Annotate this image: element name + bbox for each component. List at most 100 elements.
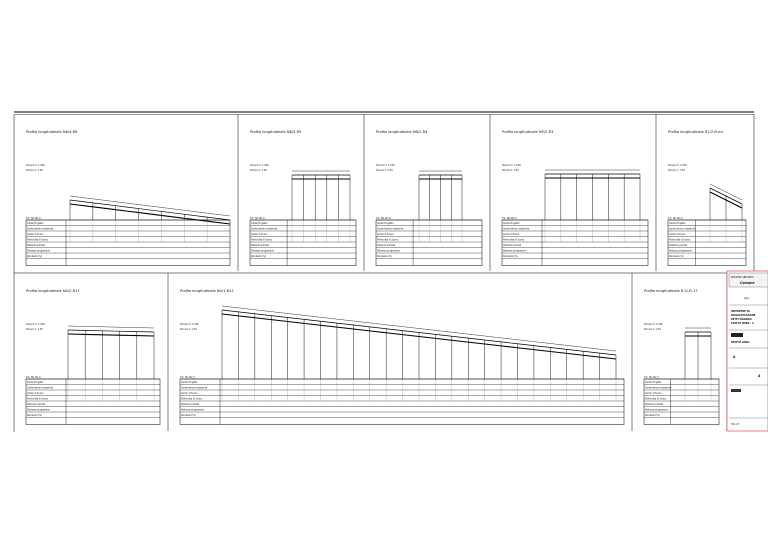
data-table-row-label: Distanze parziali <box>27 244 46 247</box>
data-table-row-label: Quote di Scavo <box>251 233 268 236</box>
scale-horizontal: SCALA H. 1:500 <box>180 323 199 326</box>
data-table-row-label: Distanze progressive <box>669 249 693 252</box>
data-table-row-label: Quote Progetto <box>27 381 44 384</box>
datum-label: P.C. 80.00 m <box>180 376 196 379</box>
data-table-row-label: Quote terreno esistente <box>503 227 530 230</box>
profile-top-line <box>221 305 617 352</box>
data-table-row-label: Profondita di Scavo <box>669 238 691 241</box>
profile-pipe-line <box>709 191 743 209</box>
scale-horizontal: SCALA H. 1:500 <box>26 323 45 326</box>
profile-top-line <box>709 183 743 201</box>
data-table-row-label: Distanze parziali <box>503 244 522 247</box>
profile-ground-line <box>709 187 743 205</box>
scale-vertical: SCALA V. 1:50 <box>180 328 197 331</box>
data-table-row-label: Quote di Scavo <box>27 392 44 395</box>
title-block: REGIONE ABRUZZO Comune Agro INTERVENTI D… <box>726 270 768 432</box>
data-table-row-label: Distanze progressive <box>377 249 401 252</box>
profile-pipe-line <box>221 313 617 360</box>
panel-title: Profilo longitudinale R1/2-R-mr <box>668 130 724 134</box>
data-table-row-label: Profondita di Scavo <box>27 238 49 241</box>
panel-title: Profilo longitudinale R-2/-R-17 <box>644 289 698 293</box>
data-table-row-label: Quote di Scavo <box>503 233 520 236</box>
data-table-row-label: Distanze progressive <box>645 408 669 411</box>
profile-top-line <box>67 325 155 329</box>
datum-label: P.C. 80.00 m <box>502 217 518 220</box>
data-table-row-label: Pendenza (%) <box>181 414 196 417</box>
data-table-row-label: Quote terreno esistente <box>645 386 672 389</box>
data-table-row-label: Pendenza (%) <box>377 255 392 258</box>
data-table-row-label: Quote di Scavo <box>645 392 662 395</box>
data-table-row-label: Profondita di Scavo <box>377 238 399 241</box>
title-block-mark <box>731 333 743 337</box>
data-table-row-label: Pendenza (%) <box>669 255 684 258</box>
profile-pipe-line <box>69 203 231 225</box>
scale-vertical: SCALA V. 1:50 <box>644 328 661 331</box>
panel-title: Profilo longitudinale N4/1-R12 <box>180 289 234 293</box>
data-table-row-label: Distanze parziali <box>27 403 46 406</box>
data-table-row-label: Pendenza (%) <box>27 414 42 417</box>
scale-vertical: SCALA V. 1:50 <box>250 169 267 172</box>
data-table-row-label: Pendenza (%) <box>251 255 266 258</box>
title-block-series: A <box>732 355 736 359</box>
data-table-row-label: Profondita di Scavo <box>645 397 667 400</box>
data-table-row-label: Quote Progetto <box>377 222 394 225</box>
datum-label: P.C. 80.00 m <box>250 217 266 220</box>
title-block-drawing-no: TAV. 07 <box>731 423 740 426</box>
scale-vertical: SCALA V. 1:50 <box>26 328 43 331</box>
scale-horizontal: SCALA H. 1:500 <box>668 164 687 167</box>
datum-label: P.C. 80.00 m <box>644 376 660 379</box>
title-block-series-2: A <box>757 374 761 378</box>
title-block-frame <box>726 270 768 432</box>
data-table-row-label: Quote Progetto <box>27 222 44 225</box>
data-table-row-label: Distanze progressive <box>27 408 51 411</box>
data-table-row-label: Quote Progetto <box>669 222 686 225</box>
title-block-line-2: RIQUALIFICAZIONE <box>731 314 756 317</box>
data-table-row-label: Profondita di Scavo <box>503 238 525 241</box>
data-table-row-label: Pendenza (%) <box>645 414 660 417</box>
data-table-row-label: Quote terreno esistente <box>27 386 54 389</box>
panel-title: Profilo longitudinale N6/4-R6 <box>26 130 78 134</box>
title-block-line-4: TRATTO NORD - A <box>731 322 754 325</box>
data-table-row-label: Quote terreno esistente <box>27 227 54 230</box>
title-block-subheader: Comune <box>740 281 755 285</box>
scale-horizontal: SCALA H. 1:500 <box>250 164 269 167</box>
title-block-line-1: INTERVENTI DI <box>731 310 750 313</box>
scale-horizontal: SCALA H. 1:500 <box>644 323 663 326</box>
data-table-row-label: Profondita di Scavo <box>251 238 273 241</box>
profile-pipe-line <box>67 333 155 337</box>
data-table-row-label: Quote di Scavo <box>181 392 198 395</box>
data-table-row-label: Distanze parziali <box>669 244 688 247</box>
data-table-row-label: Distanze progressive <box>503 249 527 252</box>
data-table-row-label: Quote di Scavo <box>27 233 44 236</box>
data-table-row-label: Quote terreno esistente <box>669 227 696 230</box>
data-table-row-label: Quote di Scavo <box>669 233 686 236</box>
profile-ground-line <box>221 309 617 356</box>
scale-vertical: SCALA V. 1:50 <box>376 169 393 172</box>
title-block-mark-2 <box>731 389 741 392</box>
profile-ground-line <box>67 329 155 333</box>
title-block-header: REGIONE ABRUZZO <box>731 276 754 279</box>
data-table-row-label: Pendenza (%) <box>503 255 518 258</box>
title-block-drawing: PROFILI LONG. <box>731 341 750 344</box>
profile-ground-line <box>69 199 231 221</box>
scale-vertical: SCALA V. 1:50 <box>668 169 685 172</box>
profile-top-line <box>69 195 231 217</box>
datum-label: P.C. 80.00 m <box>376 217 392 220</box>
scale-vertical: SCALA V. 1:50 <box>502 169 519 172</box>
data-table-row-label: Quote Progetto <box>181 381 198 384</box>
data-table-row-label: Quote terreno esistente <box>377 227 404 230</box>
data-table-row-label: Quote Progetto <box>503 222 520 225</box>
scale-horizontal: SCALA H. 1:500 <box>376 164 395 167</box>
data-table-row-label: Profondita di Scavo <box>27 397 49 400</box>
datum-label: P.C. 80.00 m <box>26 217 42 220</box>
scale-horizontal: SCALA H. 1:500 <box>502 164 521 167</box>
data-table-row-label: Quote terreno esistente <box>251 227 278 230</box>
